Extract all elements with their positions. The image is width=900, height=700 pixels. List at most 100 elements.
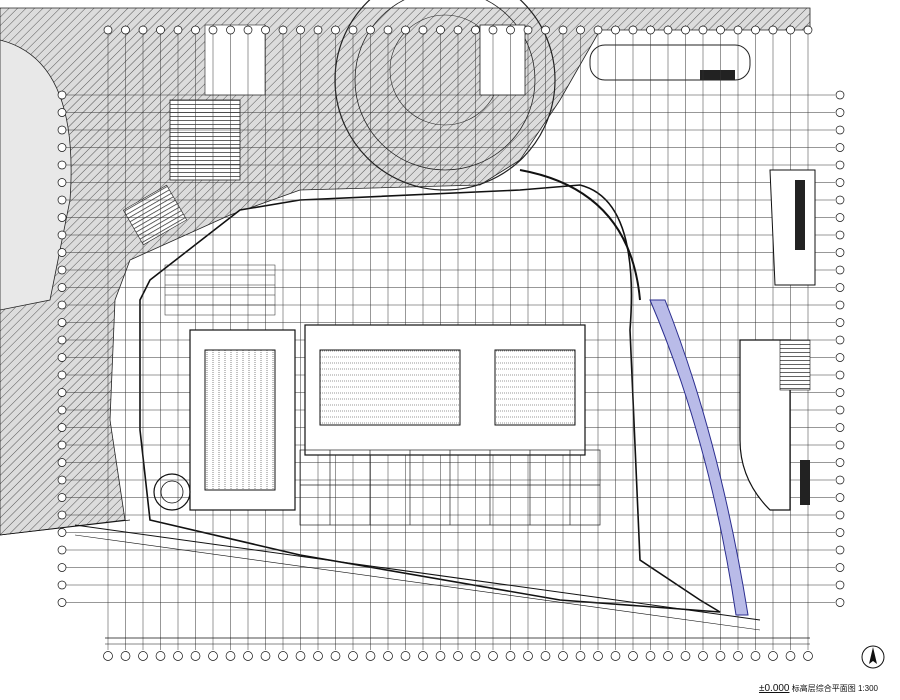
grid-bubble — [835, 160, 845, 170]
grid-bubble — [400, 651, 411, 661]
grid-bubble — [835, 90, 845, 100]
grid-bubble — [523, 25, 533, 35]
grid-bubble — [835, 143, 845, 152]
grid-bubble — [57, 300, 67, 310]
grid-bubble — [835, 125, 845, 135]
grid-bubble — [835, 230, 845, 240]
grid-bubble — [57, 580, 67, 590]
grid-bubbles-left — [57, 90, 67, 607]
parking-stalls — [164, 264, 276, 316]
grid-bubble — [523, 651, 533, 661]
grid-bubble — [835, 300, 845, 310]
right-building — [739, 339, 791, 511]
grid-bubble — [835, 563, 845, 572]
grid-bubble — [138, 25, 148, 35]
grid-bubble — [57, 283, 67, 292]
grid-bubble — [558, 651, 568, 661]
grid-bubble — [57, 370, 67, 380]
grid-bubble — [57, 353, 67, 362]
grid-bubble — [208, 651, 218, 661]
grid-bubble — [835, 335, 845, 345]
grid-bubble — [401, 25, 410, 35]
grid-bubble — [57, 195, 67, 205]
grid-bubble — [785, 651, 796, 661]
grid-bubble — [488, 651, 498, 661]
drawing-title: 标高层综合平面图 — [791, 684, 856, 693]
grid-bubble — [835, 108, 845, 117]
grid-bubble — [366, 25, 375, 35]
grid-bubble — [835, 440, 845, 450]
grid-bubble — [278, 651, 288, 661]
grid-bubble — [803, 25, 813, 35]
grid-bubble — [261, 25, 270, 35]
grid-bubble — [243, 651, 253, 661]
main-pool — [319, 349, 461, 426]
grid-bubble — [541, 25, 550, 35]
grid-bubble — [57, 143, 67, 152]
grid-bubble — [57, 160, 67, 170]
grid-bubble — [835, 580, 845, 590]
grid-bubble — [835, 248, 845, 257]
grid-bubble — [330, 651, 341, 661]
grid-bubbles-top — [103, 25, 813, 35]
grid-bubble — [331, 25, 340, 35]
grid-bubble — [435, 651, 446, 661]
grid-bubble — [803, 651, 813, 661]
right-upper-building — [769, 169, 816, 286]
grid-bubble — [835, 195, 845, 205]
grid-bubble — [138, 651, 148, 661]
grid-bubble — [768, 651, 778, 661]
grid-bubble — [57, 213, 67, 222]
grid-bubble — [383, 25, 393, 35]
grid-bubble — [156, 25, 165, 35]
grid-bubble — [715, 651, 726, 661]
diving-pool — [204, 349, 276, 491]
grid-bubble — [278, 25, 288, 35]
grid-bubble — [611, 25, 620, 35]
grid-bubble — [768, 25, 778, 35]
grid-bubble — [155, 651, 166, 661]
grid-bubble — [57, 423, 67, 432]
curved-driveway — [519, 169, 641, 301]
grid-bubble — [57, 248, 67, 257]
grid-bubble — [835, 388, 845, 397]
grid-bubble — [698, 25, 708, 35]
grid-bubble — [835, 545, 845, 555]
level-label: ±0.000 — [758, 683, 790, 694]
grid-bubble — [173, 25, 183, 35]
grid-bubble — [646, 25, 655, 35]
grid-bubble — [57, 563, 67, 572]
grid-bubble — [57, 125, 67, 135]
grid-bubble — [470, 651, 481, 661]
grid-bubble — [190, 651, 201, 661]
grid-bubble — [57, 318, 67, 327]
grid-bubble — [418, 25, 428, 35]
grid-bubble — [57, 458, 67, 467]
training-pool — [494, 349, 576, 426]
grid-bubble — [645, 651, 656, 661]
grid-bubble — [453, 25, 463, 35]
grid-bubble — [57, 388, 67, 397]
grid-bubble — [835, 370, 845, 380]
grid-bubble — [835, 353, 845, 362]
grid-bubbles-bottom — [103, 651, 813, 661]
grid-bubble — [751, 25, 760, 35]
grid-bubble — [540, 651, 551, 661]
grid-bubble — [226, 25, 235, 35]
grid-bubble — [593, 25, 603, 35]
grid-bubble — [57, 265, 67, 275]
grid-bubble — [835, 528, 845, 537]
grid-bubble — [57, 335, 67, 345]
grid-bubble — [663, 25, 673, 35]
grid-bubble — [471, 25, 480, 35]
ramp-blue — [649, 299, 749, 616]
grid-bubble — [57, 493, 67, 502]
grid-bubble — [348, 651, 358, 661]
pool-hall — [189, 324, 586, 511]
grid-bubble — [835, 213, 845, 222]
grid-bubble — [680, 651, 691, 661]
grid-bubble — [698, 651, 708, 661]
grid-bubble — [243, 25, 253, 35]
grid-bubble — [733, 651, 743, 661]
